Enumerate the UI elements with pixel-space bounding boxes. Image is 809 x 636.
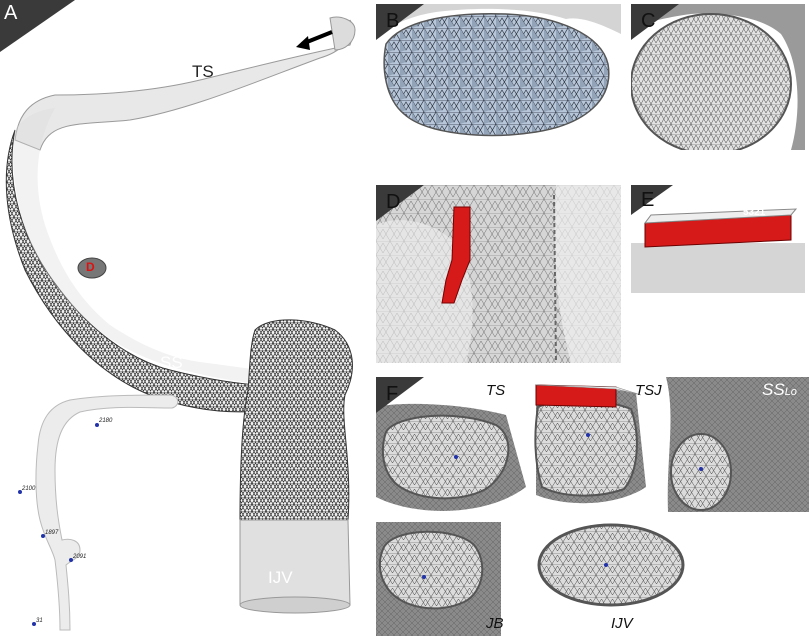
node-label-4: 2091 <box>73 554 87 560</box>
panel-letter-b: B <box>386 10 400 32</box>
ijv-mesh <box>239 319 353 521</box>
panel-letter-f: F <box>386 383 399 405</box>
panel-e-geometry <box>631 208 805 293</box>
label-f-jb: JB <box>486 615 504 632</box>
corner-marker <box>376 377 424 413</box>
label-ts: TS <box>192 62 214 81</box>
panel-a-geometry <box>5 16 356 631</box>
panel-letter-d: D <box>386 191 401 213</box>
corner-marker <box>0 0 75 52</box>
panel-b: B <box>376 4 621 150</box>
corner-marker <box>376 185 424 221</box>
panel-letter-c: C <box>641 10 656 32</box>
node-label-e: 5321 <box>743 207 766 218</box>
panel-c: C <box>631 4 805 150</box>
inset-vessel <box>35 394 179 631</box>
panel-letter-e: E <box>641 189 655 211</box>
label-f-ijv: IJV <box>611 615 633 632</box>
panel-b-geometry <box>376 4 621 137</box>
label-f-tsj: TSJ <box>635 382 662 399</box>
label-f-sslo: SSLo <box>762 380 797 400</box>
label-f-sslo-main: SS <box>762 380 785 399</box>
panel-f-geometry <box>376 377 809 636</box>
panel-letter-a: A <box>4 2 18 24</box>
label-f-sslo-sub: Lo <box>784 386 797 398</box>
node-label-1: 2180 <box>99 418 113 424</box>
label-d: D <box>86 260 95 274</box>
node-label-2: 2100 <box>22 486 36 492</box>
panel-f: F TS TSJ SSLo JB IJV <box>376 377 809 636</box>
label-f-ts: TS <box>486 382 506 399</box>
node-label-3: 1897 <box>45 530 59 536</box>
label-ijv: IJV <box>268 568 293 587</box>
node-label-5: 31 <box>36 618 43 624</box>
corner-marker <box>631 185 673 215</box>
panel-d: D <box>376 185 621 363</box>
ts-vessel <box>14 19 356 151</box>
panel-a: A TS SS IJV D 2180 2100 1897 2091 31 <box>0 0 372 636</box>
label-ss: SS <box>160 353 183 372</box>
panel-e: E 5321 <box>631 185 805 293</box>
corner-marker <box>631 4 679 40</box>
region-d <box>77 257 107 279</box>
panel-d-geometry <box>376 185 621 363</box>
corner-marker <box>376 4 424 40</box>
red-element-strip <box>441 206 471 304</box>
